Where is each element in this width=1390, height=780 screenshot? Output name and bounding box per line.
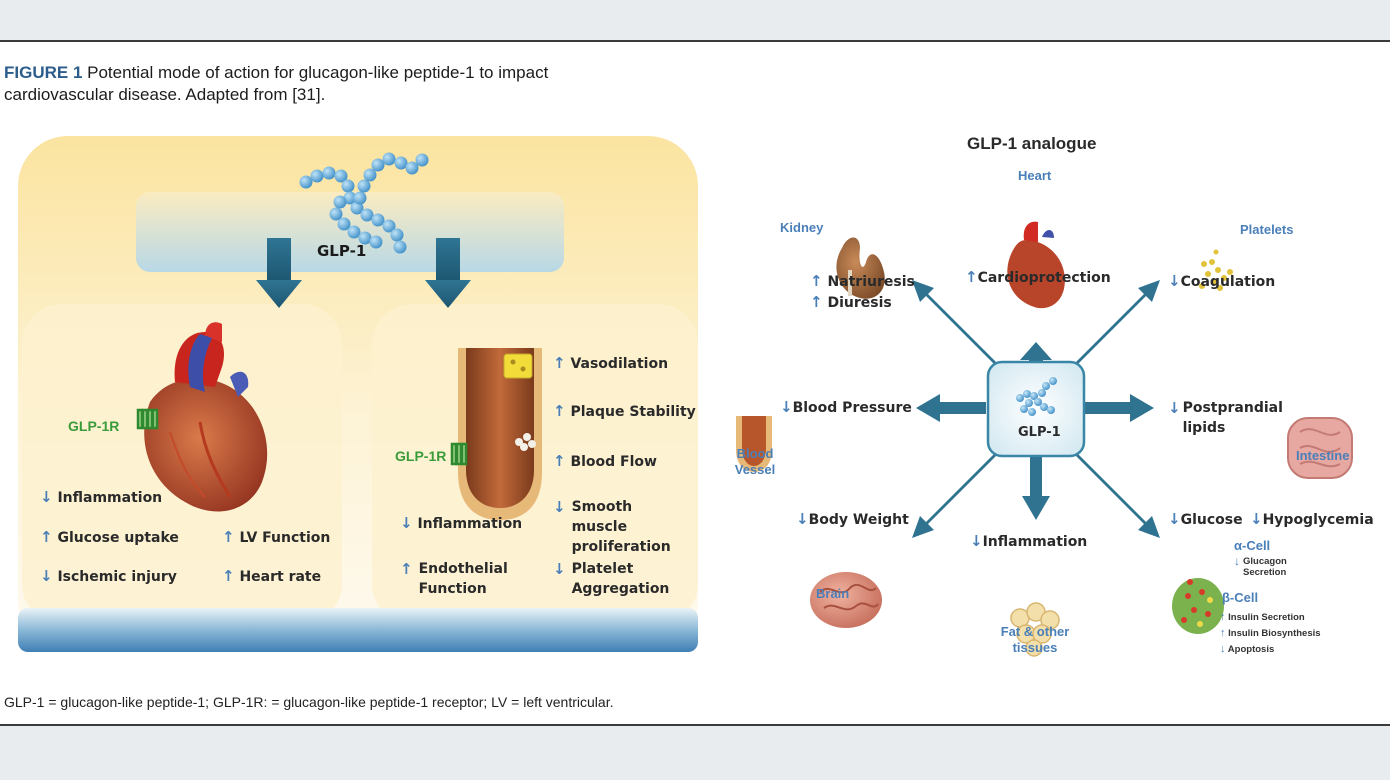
vessel-effect-inflammation: ↓ Inflammation — [400, 514, 523, 532]
bottom-bar — [18, 608, 698, 652]
effect-diuresis: ↑ Diuresis — [810, 293, 892, 311]
vessel-effect-blood-flow: ↑ Blood Flow — [553, 452, 657, 470]
organ-intestine-label: Intestine — [1296, 448, 1350, 463]
vessel-effect-smooth-muscle: ↓Smooth muscle proliferation — [553, 498, 671, 555]
glp1-band-label: GLP-1 — [317, 242, 367, 260]
pancreatic-islet-icon — [1172, 578, 1224, 634]
apoptosis-effect: ↓ Apoptosis — [1220, 643, 1275, 655]
vessel-effect-vasodilation: ↑ Vasodilation — [553, 354, 669, 372]
effect-inflammation: ↓Inflammation — [970, 532, 1088, 550]
intestine-organ-icon — [1287, 417, 1353, 479]
vessel-receptor-label: GLP-1R — [395, 448, 447, 464]
effect-blood-pressure: ↓Blood Pressure — [780, 398, 912, 416]
effect-coagulation: ↓Coagulation — [1168, 272, 1276, 290]
heart-effect-heart-rate: ↑ Heart rate — [222, 567, 322, 585]
heart-effect-inflammation: ↓ Inflammation — [40, 488, 163, 506]
blood-vessel-illustration-icon — [450, 348, 542, 520]
effect-natriuresis: ↑ Natriuresis — [810, 272, 915, 290]
right-panel-art — [736, 221, 1353, 657]
figure-footnote: GLP-1 = glucagon-like peptide-1; GLP-1R:… — [4, 694, 614, 710]
heart-illustration-icon — [136, 322, 268, 512]
organ-platelets-label: Platelets — [1240, 222, 1294, 237]
center-glp1-label: GLP-1 — [1018, 425, 1061, 440]
effect-hypoglycemia: ↓Hypoglycemia — [1250, 510, 1374, 528]
heart-effect-ischemic-injury: ↓ Ischemic injury — [40, 567, 177, 585]
vessel-effect-platelet-aggregation: ↓Platelet Aggregation — [553, 560, 670, 597]
platelets-organ-icon — [1199, 249, 1233, 291]
caption-text: Potential mode of action for glucagon-li… — [4, 63, 549, 104]
center-glp1-chain-icon — [1016, 377, 1057, 416]
blood-vessel-organ-icon — [736, 416, 772, 472]
organ-heart-label: Heart — [1018, 168, 1052, 183]
heart-effect-glucose-uptake: ↑ Glucose uptake — [40, 528, 179, 546]
vessel-effect-endothelial-function: ↑Endothelial Function — [400, 560, 508, 597]
figure-caption: FIGURE 1 Potential mode of action for gl… — [4, 62, 604, 106]
right-panel-title: GLP-1 analogue — [967, 134, 1097, 153]
center-glp1-box — [986, 360, 1086, 458]
beta-cell-label: β-Cell — [1222, 590, 1259, 605]
effect-postprandial-lipids: ↓Postprandial lipids — [1168, 399, 1283, 436]
organ-kidney-label: Kidney — [780, 220, 824, 235]
organ-brain-label: Brain — [816, 586, 850, 601]
alpha-cell-label: α-Cell — [1234, 538, 1271, 553]
vessel-effect-plaque-stability: ↑ Plaque Stability — [553, 402, 696, 420]
glp1-peptide-chain-icon — [299, 152, 429, 254]
heart-organ-icon — [1007, 221, 1065, 309]
effect-cardioprotection: ↑Cardioprotection — [965, 268, 1111, 286]
glucagon-secretion-effect: ↓Glucagon Secretion — [1234, 554, 1287, 578]
insulin-biosynthesis-effect: ↑ Insulin Biosynthesis — [1220, 627, 1321, 639]
heart-effect-lv-function: ↑ LV Function — [222, 528, 331, 546]
brain-organ-icon — [810, 572, 882, 628]
effect-glucose: ↓Glucose — [1168, 510, 1243, 528]
insulin-secretion-effect: ↑ Insulin Secretion — [1220, 611, 1305, 623]
down-arrow-left-icon — [256, 238, 302, 308]
figure-label: FIGURE 1 — [4, 63, 83, 82]
effect-body-weight: ↓Body Weight — [796, 510, 909, 528]
fat-organ-icon — [1010, 602, 1060, 657]
organ-blood-vessel-label: Blood Vessel — [734, 446, 776, 477]
kidney-organ-icon — [836, 237, 885, 299]
heart-receptor-label: GLP-1R — [68, 418, 120, 434]
left-panel-art — [18, 136, 698, 652]
down-arrow-right-icon — [425, 238, 471, 308]
organ-fat-label: Fat & other tissues — [1000, 624, 1070, 655]
figure-sheet: FIGURE 1 Potential mode of action for gl… — [0, 40, 1390, 726]
